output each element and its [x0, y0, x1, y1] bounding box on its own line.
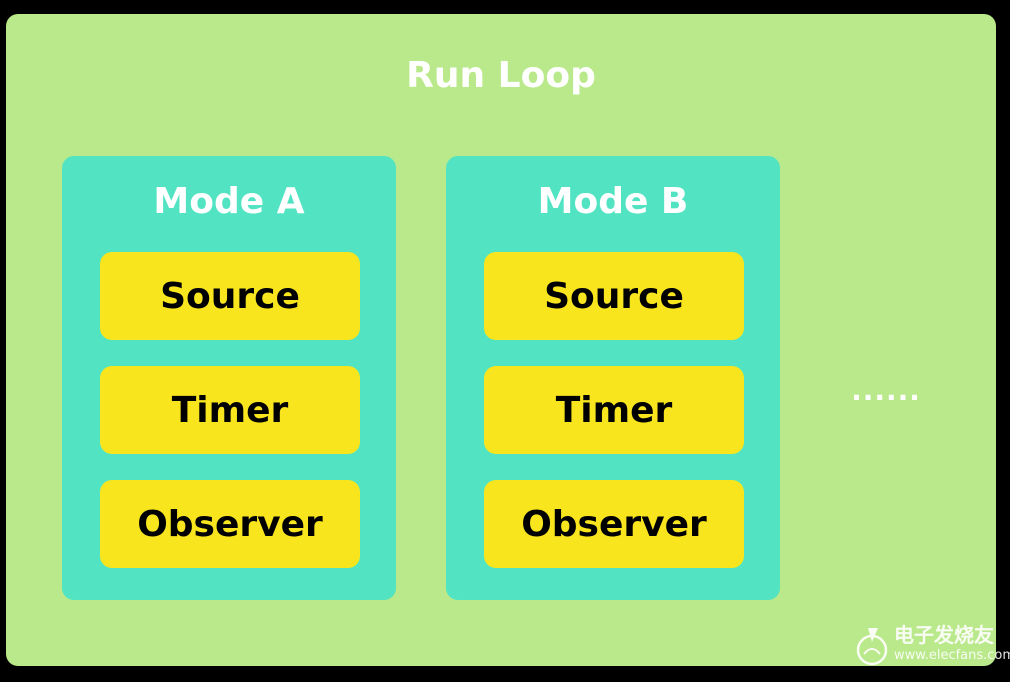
watermark-site: www.elecfans.com — [894, 648, 1010, 663]
mode-a-timer: Timer — [100, 366, 360, 454]
mode-a-source: Source — [100, 252, 360, 340]
mode-b-timer: Timer — [484, 366, 744, 454]
more-modes-ellipsis: ...... — [851, 374, 921, 407]
mode-b-box: Mode B Source Timer Observer — [446, 156, 780, 600]
mode-b-source: Source — [484, 252, 744, 340]
watermark-brand: 电子发烧友 — [894, 623, 994, 647]
elecfans-logo-icon — [856, 628, 888, 666]
watermark: 电子发烧友 www.elecfans.com — [854, 622, 1010, 672]
mode-b-observer: Observer — [484, 480, 744, 568]
run-loop-title: Run Loop — [406, 55, 596, 96]
mode-a-observer: Observer — [100, 480, 360, 568]
mode-a-title: Mode A — [153, 181, 305, 222]
mode-b-title: Mode B — [537, 181, 689, 222]
mode-a-box: Mode A Source Timer Observer — [62, 156, 396, 600]
run-loop-container: Run Loop Mode A Source Timer Observer Mo… — [6, 14, 996, 666]
